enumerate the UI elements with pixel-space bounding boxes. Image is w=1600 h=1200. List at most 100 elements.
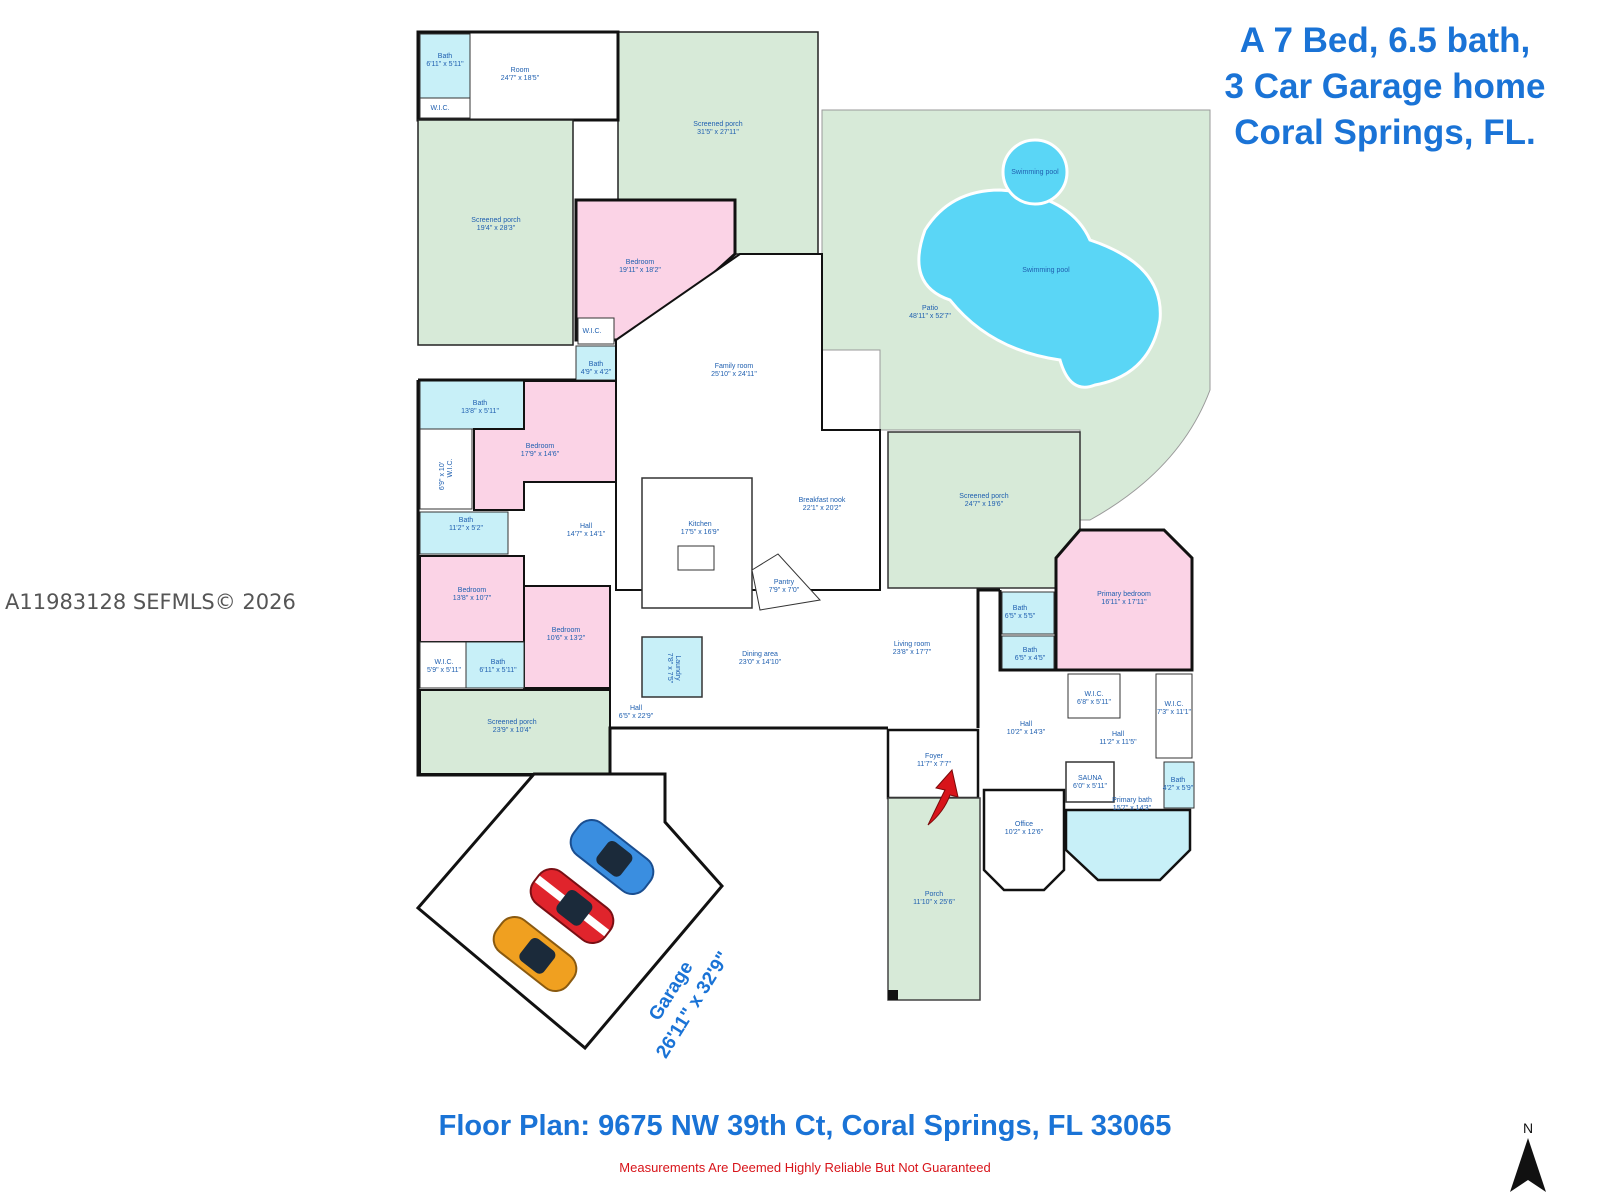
office-dim: 10'2" x 12'6" <box>1005 829 1044 836</box>
bath-top-name: Bath <box>438 53 453 60</box>
primary-bath-name: Primary bath <box>1112 797 1152 804</box>
dining-area-dim: 23'0" x 14'10" <box>739 659 782 666</box>
screened-porch-3-name: Screened porch <box>959 493 1009 500</box>
bath-2-name: Bath <box>473 400 488 407</box>
wic-5-area <box>1155 673 1193 759</box>
wic-3-dim: 5'9" x 5'11" <box>427 667 461 674</box>
bath-1-area <box>575 345 617 381</box>
screened-porch-4-area <box>419 689 611 775</box>
bedroom-4-name: Bedroom <box>552 627 581 634</box>
car-red-icon <box>529 867 615 945</box>
hall-3-dim: 10'2" x 14'3" <box>1007 729 1046 736</box>
measurement-disclaimer: Measurements Are Deemed Highly Reliable … <box>619 1160 991 1175</box>
hall-4-dim: 11'2" x 11'5" <box>1099 739 1137 746</box>
wic-2-dim: 6'9" x 10' <box>439 462 446 490</box>
swimming-pool-2-name: Swimming pool <box>1022 267 1070 274</box>
sauna-name: SAUNA <box>1078 775 1102 782</box>
swimming-pool-area <box>917 188 1162 389</box>
bath-5-area <box>1001 591 1055 635</box>
wic-2-name: W.I.C. <box>447 458 454 477</box>
laundry-name: Laundry <box>674 655 681 681</box>
screened-porch-3-area <box>887 431 1081 589</box>
wic-5-name: W.I.C. <box>1164 701 1183 708</box>
north-arrow-icon <box>1510 1138 1546 1192</box>
entry-arrow-icon <box>927 768 959 826</box>
hall-1-dim: 14'7" x 14'1" <box>567 531 606 538</box>
bedroom-3-name: Bedroom <box>458 587 487 594</box>
patio-dim: 48'11" x 52'7" <box>909 313 951 320</box>
swimming-pool-1-name: Swimming pool <box>1011 169 1059 176</box>
breakfast-nook-name: Breakfast nook <box>799 497 846 504</box>
bath-7-dim: 4'2" x 5'9" <box>1163 785 1194 792</box>
bath-1-dim: 4'9" x 4'2" <box>581 369 612 376</box>
bath-3-area <box>419 511 509 555</box>
kitchen-dim: 17'5" x 16'9" <box>681 529 720 536</box>
family-room-name: Family room <box>715 363 754 370</box>
hall-2-name: Hall <box>630 705 643 712</box>
room-top-name: Room <box>511 67 530 74</box>
office-name: Office <box>1015 821 1033 828</box>
primary-bath-area <box>1064 808 1192 882</box>
bath-5-name: Bath <box>1013 605 1028 612</box>
foyer-name: Foyer <box>925 753 944 760</box>
wic-3-name: W.I.C. <box>434 659 453 666</box>
wic-1-area <box>577 317 615 345</box>
living-room-dim: 23'8" x 17'7" <box>893 649 932 656</box>
screened-porch-2-name: Screened porch <box>471 217 521 224</box>
hall-1-name: Hall <box>580 523 593 530</box>
dining-area-name: Dining area <box>742 651 778 658</box>
bath-7-name: Bath <box>1171 777 1186 784</box>
kitchen-area <box>641 477 753 609</box>
screened-porch-4-name: Screened porch <box>487 719 537 726</box>
laundry-area <box>641 636 703 698</box>
porch-name: Porch <box>925 891 943 898</box>
kitchen-name: Kitchen <box>688 521 711 528</box>
bath-5-dim: 6'5" x 5'5" <box>1005 613 1036 620</box>
car-orange-icon <box>492 915 578 993</box>
bath-2-dim: 13'8" x 5'11" <box>461 408 499 415</box>
living-room-name: Living room <box>894 641 930 648</box>
hall-4-name: Hall <box>1112 731 1125 738</box>
mls-watermark: A11983128 SEFMLS© 2026 <box>5 590 296 614</box>
headline-line-3: Coral Springs, FL. <box>1234 113 1536 152</box>
bath-4-name: Bath <box>491 659 506 666</box>
pantry-area <box>751 553 821 611</box>
bath-4-area <box>465 641 525 689</box>
bath-1-name: Bath <box>589 361 604 368</box>
headline-line-1: A 7 Bed, 6.5 bath, <box>1239 21 1531 60</box>
porch-post <box>888 990 898 1000</box>
car-blue-icon <box>569 818 655 896</box>
screened-porch-2-area <box>417 119 574 346</box>
bath-6-dim: 6'5" x 4'5" <box>1015 655 1046 662</box>
bedroom-3-dim: 13'8" x 10'7" <box>453 595 492 602</box>
bedroom-4-dim: 10'6" x 13'2" <box>547 635 586 642</box>
bath-6-name: Bath <box>1023 647 1038 654</box>
screened-porch-4-dim: 23'9" x 10'4" <box>493 727 532 734</box>
porch-dim: 11'10" x 25'6" <box>913 899 955 906</box>
breakfast-nook-dim: 22'1" x 20'2" <box>803 505 842 512</box>
bath-4-dim: 6'11" x 5'11" <box>479 667 517 674</box>
office-area <box>982 788 1066 892</box>
family-room-dim: 25'10" x 24'11" <box>711 371 757 378</box>
screened-porch-1-dim: 31'5" x 27'11" <box>697 129 739 136</box>
patio-name: Patio <box>922 305 938 312</box>
bath-top-area <box>419 33 471 99</box>
hall-2-dim: 6'5" x 22'9" <box>619 713 654 720</box>
wic-top-name: W.I.C. <box>430 105 449 112</box>
laundry-dim: 7'8" x 7'5" <box>666 653 673 684</box>
bedroom-1-name: Bedroom <box>626 259 655 266</box>
primary-bedroom-name: Primary bedroom <box>1097 591 1151 598</box>
bath-top-dim: 6'11" x 5'11" <box>426 61 464 68</box>
headline-line-2: 3 Car Garage home <box>1224 67 1546 106</box>
headline: A 7 Bed, 6.5 bath, 3 Car Garage home Cor… <box>1180 18 1590 156</box>
bedroom-2-area <box>473 380 617 511</box>
primary-bath-dim: 15'7" x 14'3" <box>1113 805 1152 812</box>
kitchen-island <box>677 545 715 571</box>
pantry-dim: 7'9" x 7'0" <box>769 587 800 594</box>
primary-bedroom-dim: 16'11" x 17'11" <box>1101 599 1147 606</box>
pantry-name: Pantry <box>774 579 795 586</box>
bedroom-1-dim: 19'11" x 18'2" <box>619 267 661 274</box>
foyer-dim: 11'7" x 7'7" <box>917 761 951 768</box>
north-label: N <box>1522 1120 1534 1136</box>
